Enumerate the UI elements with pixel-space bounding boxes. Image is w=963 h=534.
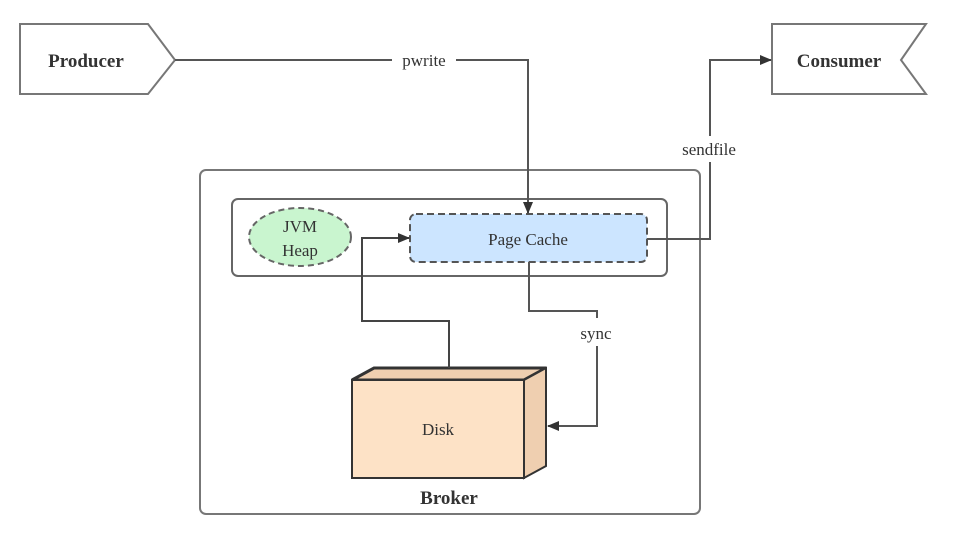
disk-node[interactable]: Disk xyxy=(351,366,547,480)
disk-label: Disk xyxy=(422,420,455,439)
producer-label: Producer xyxy=(48,51,124,72)
jvm-heap-label-line1: JVM xyxy=(283,217,317,236)
broker-label: Broker xyxy=(420,488,478,509)
page-cache-label: Page Cache xyxy=(488,230,568,249)
sync-label: sync xyxy=(580,324,612,343)
broker-container[interactable]: Broker xyxy=(199,169,701,515)
page-cache-node[interactable]: Page Cache xyxy=(409,213,648,263)
jvm-heap-label-line2: Heap xyxy=(282,241,318,260)
producer-node[interactable]: Producer xyxy=(19,23,177,95)
disk-to-page-cache-edge[interactable] xyxy=(361,233,450,368)
sendfile-edge[interactable]: sendfile xyxy=(647,55,772,240)
consumer-label: Consumer xyxy=(797,51,882,72)
sync-edge[interactable]: sync xyxy=(528,262,612,431)
memory-container[interactable] xyxy=(231,198,668,277)
pwrite-edge[interactable]: pwrite xyxy=(175,51,533,214)
pwrite-label: pwrite xyxy=(402,51,445,70)
sendfile-label: sendfile xyxy=(682,140,736,159)
consumer-node[interactable]: Consumer xyxy=(771,23,928,95)
jvm-heap-node[interactable]: JVM Heap xyxy=(248,207,352,267)
